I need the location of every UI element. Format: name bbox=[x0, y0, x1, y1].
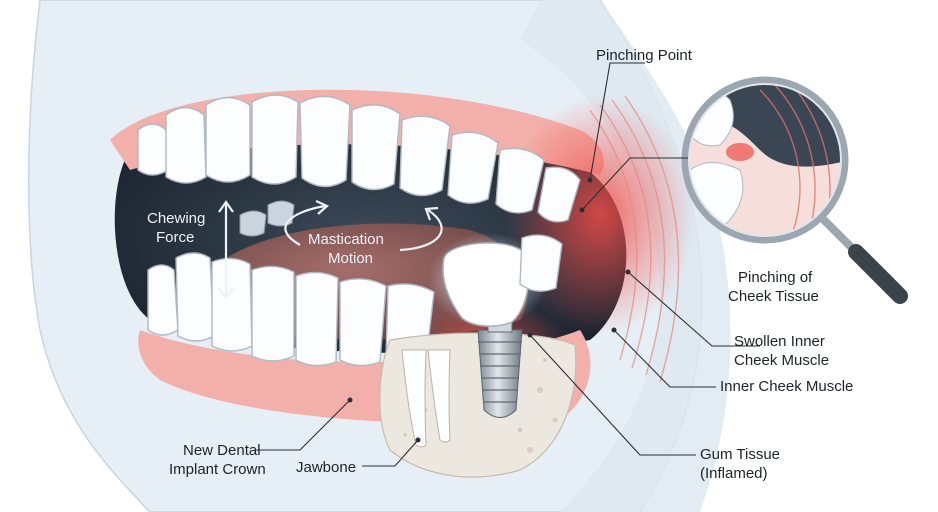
label-crown-line2: Implant Crown bbox=[169, 461, 266, 478]
label-inner-cheek-muscle: Inner Cheek Muscle bbox=[720, 378, 853, 395]
label-jawbone: Jawbone bbox=[296, 459, 356, 476]
upper-teeth bbox=[137, 94, 581, 223]
label-gum-line2: (Inflamed) bbox=[700, 465, 768, 482]
label-pinching-cheek-line2: Cheek Tissue bbox=[728, 288, 819, 305]
lower-back-teeth bbox=[519, 234, 563, 292]
label-mastication-line2: Motion bbox=[328, 250, 373, 267]
implant-post bbox=[477, 317, 523, 418]
mastication-arrow bbox=[284, 199, 443, 252]
back-lower-teeth bbox=[239, 200, 295, 237]
label-gum-line1: Gum Tissue bbox=[700, 446, 780, 463]
chewing-force-arrow bbox=[218, 200, 234, 300]
label-swollen-line1: Swollen Inner bbox=[734, 333, 825, 350]
label-pinching-cheek-line1: Pinching of bbox=[738, 269, 813, 286]
implant-crown bbox=[442, 242, 530, 327]
label-chewing-force-line1: Chewing bbox=[147, 210, 205, 227]
label-swollen-line2: Cheek Muscle bbox=[734, 352, 829, 369]
tooth-roots bbox=[401, 349, 451, 448]
leader-lines bbox=[256, 62, 760, 467]
label-mastication-line1: Mastication bbox=[308, 231, 384, 248]
label-crown-line1: New Dental bbox=[183, 442, 261, 459]
magnifier-handle bbox=[819, 215, 908, 304]
label-pinching-point: Pinching Point bbox=[596, 47, 693, 64]
cheek-shading bbox=[520, 0, 731, 512]
cheek-muscle bbox=[589, 95, 680, 383]
label-chewing-force-line2: Force bbox=[156, 229, 194, 246]
